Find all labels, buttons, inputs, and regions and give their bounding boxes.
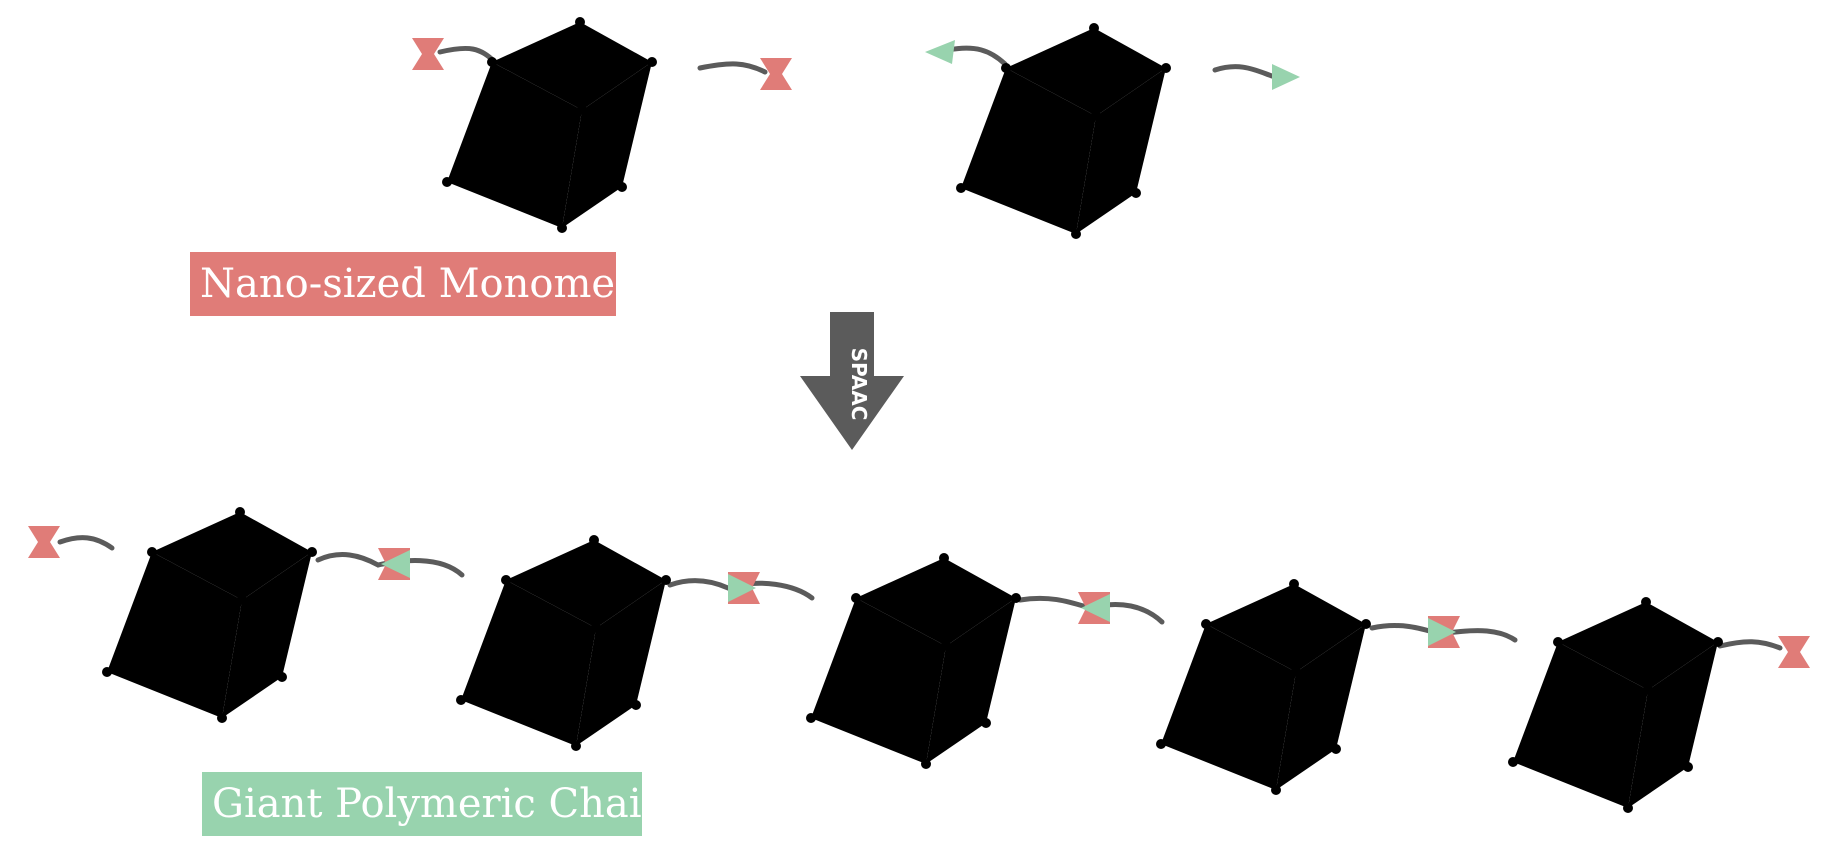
azide-end-icon bbox=[1778, 636, 1810, 668]
linker bbox=[315, 552, 465, 578]
linker bbox=[1212, 64, 1275, 79]
reaction-arrow: SPAAC bbox=[800, 312, 904, 450]
azide-end-icon bbox=[412, 38, 444, 70]
blue-cube bbox=[1508, 597, 1723, 813]
alkyne-end-icon bbox=[925, 40, 955, 64]
polymer-chain bbox=[28, 507, 1810, 813]
monomer-red bbox=[925, 23, 1300, 239]
blue-cube bbox=[806, 553, 1021, 769]
triazole-link-icon bbox=[1428, 616, 1460, 648]
red-cube bbox=[956, 23, 1171, 239]
triazole-link-icon bbox=[378, 548, 410, 580]
monomers-label: Nano-sized Monomers bbox=[190, 252, 655, 316]
azide-end-icon bbox=[28, 526, 60, 558]
arrow-label: SPAAC bbox=[847, 348, 871, 421]
linker bbox=[57, 535, 115, 551]
blue-cube bbox=[102, 507, 317, 723]
chains-label: Giant Polymeric Chains bbox=[202, 772, 688, 836]
linker bbox=[945, 45, 1008, 67]
red-cube bbox=[1156, 579, 1371, 795]
linker bbox=[437, 45, 498, 65]
linker bbox=[697, 61, 768, 75]
triazole-link-icon bbox=[1078, 592, 1110, 624]
monomer-blue bbox=[412, 17, 792, 233]
red-cube bbox=[456, 535, 671, 751]
triazole-link-icon bbox=[728, 572, 760, 604]
alkyne-end-icon bbox=[1272, 64, 1300, 90]
azide-end-icon bbox=[760, 58, 792, 90]
linker bbox=[1717, 639, 1783, 651]
